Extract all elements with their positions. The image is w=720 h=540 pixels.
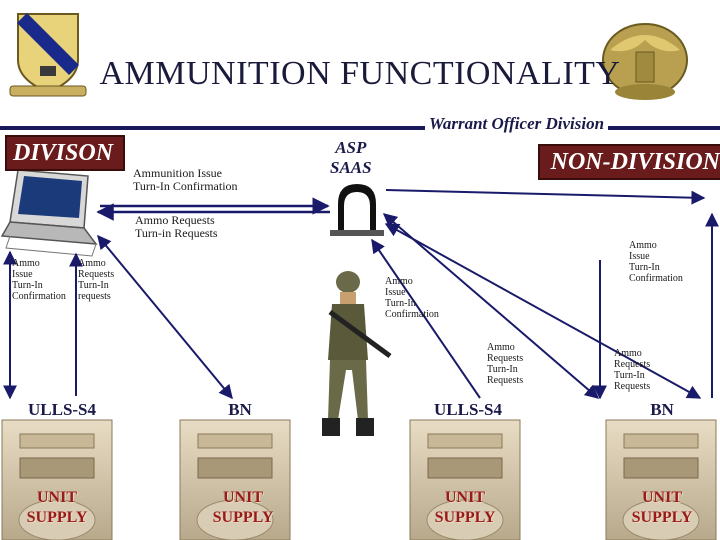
flow-center-requests: Ammo Requests Turn-In Requests [487, 342, 524, 386]
flow-right-requests: Ammo Requests Turn-In Requests [614, 348, 651, 392]
arrow-asp-to-unit [371, 238, 481, 399]
node-ulls-s4-division: ULLS-S4 [27, 400, 97, 419]
computer-drive-icon [179, 419, 291, 540]
page-title: AMMUNITION FUNCTIONALITY [99, 55, 621, 92]
node-bn-division: BN [228, 400, 252, 419]
warrant-officer-eagle-icon [602, 23, 688, 100]
unit-supply-2: UNIT SUPPLY [212, 489, 274, 526]
unit-supply-4: UNIT SUPPLY [631, 489, 693, 526]
asp-saas-label: ASP SAAS [330, 138, 372, 178]
flow-right-issue: Ammo Issue Turn-In Confirmation [629, 240, 683, 284]
division-banner: DIVISON [5, 135, 125, 171]
flow-requests-top: Ammo Requests Turn-in Requests [135, 213, 218, 240]
arrow-asp-to-ulls [382, 213, 600, 399]
arrow-asp-to-nondivision [385, 189, 706, 205]
title-rule [0, 126, 720, 130]
arrow-division-to-bn [97, 234, 233, 400]
flow-left-issue: Ammo Issue Turn-In Confirmation [12, 258, 66, 302]
asp-bunker-icon [330, 184, 384, 236]
node-bn-nondivision: BN [650, 400, 674, 419]
computer-drive-icon [409, 419, 521, 540]
unit-supply-1: UNIT SUPPLY [26, 489, 88, 526]
unit-supply-3: UNIT SUPPLY [434, 489, 496, 526]
laptop-icon [0, 169, 98, 257]
node-ulls-s4-nondivision: ULLS-S4 [433, 400, 503, 419]
subtitle: Warrant Officer Division [425, 114, 609, 134]
flow-issue-confirm: Ammunition Issue Turn-In Confirmation [133, 166, 238, 193]
saas-label: SAAS [330, 158, 372, 177]
computer-drive-icon [605, 419, 717, 540]
unit-crest-icon [9, 13, 87, 97]
computer-drive-icon [1, 419, 113, 540]
soldier-icon [322, 271, 392, 436]
flow-center-issue: Ammo Issue Turn-In Confirmation [385, 276, 439, 320]
nondivision-banner: NON-DIVISION [538, 144, 720, 180]
asp-label: ASP [335, 138, 367, 157]
flow-left-requests: Ammo Requests Turn-In requests [78, 258, 115, 302]
